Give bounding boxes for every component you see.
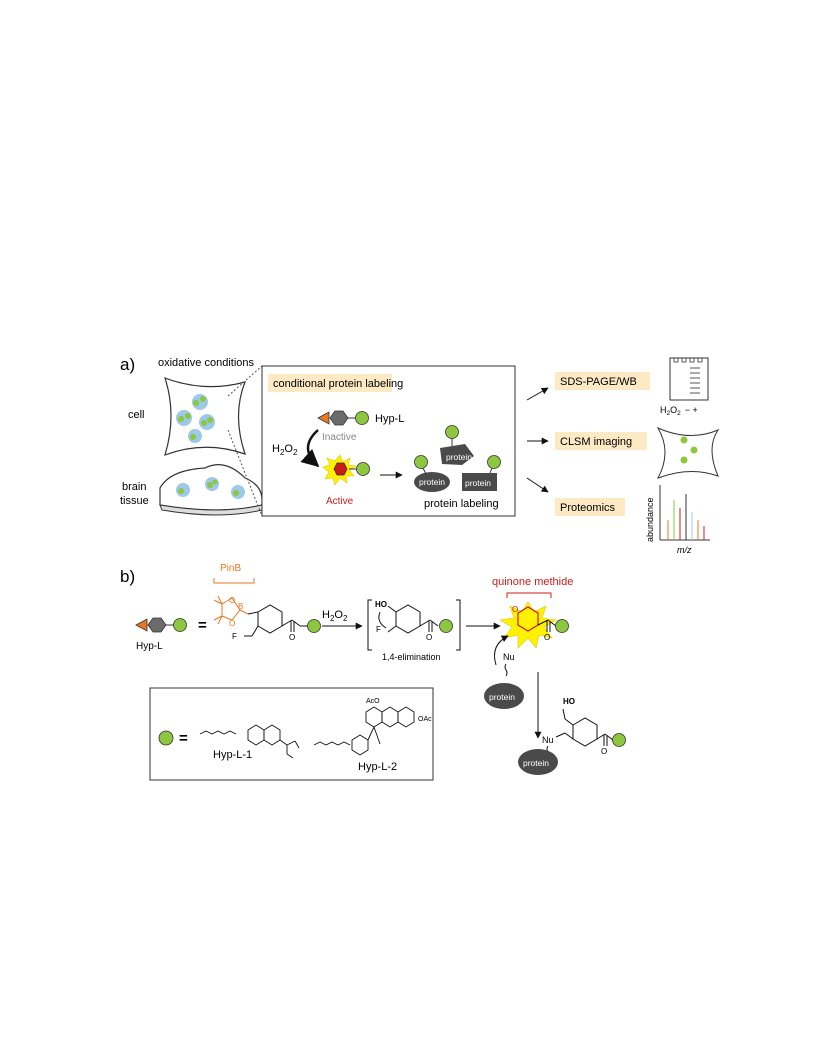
- protein-blob-1: [484, 683, 524, 709]
- nu-label-2: Nu: [542, 735, 554, 745]
- brain-label-line2: tissue: [120, 495, 149, 507]
- panel-b-label: b): [120, 567, 135, 586]
- hyp-l-label-b: Hyp-L: [136, 641, 163, 652]
- quinone-fluorophore: [555, 619, 569, 633]
- gel-icon: [669, 357, 709, 401]
- clsm-highlight: [555, 432, 647, 450]
- labeled-proteins: [414, 425, 501, 492]
- hyp-l-structure: [244, 604, 308, 637]
- nucleophilic-attack-arrow: [494, 635, 509, 666]
- hyp-l-label-a: Hyp-L: [375, 413, 404, 425]
- hyp-l-key: [135, 617, 187, 633]
- arrow-to-sds: [526, 387, 549, 401]
- elimination-label: 1,4-elimination: [382, 652, 441, 662]
- box-title-highlight: [268, 374, 392, 392]
- boronate-o2: O: [229, 619, 235, 628]
- imaging-cell-icon: [656, 426, 720, 479]
- pinacol-boronate: [213, 595, 249, 625]
- protein-label-3: protein: [465, 478, 491, 488]
- intermediate-bracket-left: [367, 599, 372, 651]
- aco-label: AcO: [366, 698, 380, 705]
- imaging-spot: [680, 456, 688, 464]
- product-ketone-o: O: [601, 747, 607, 756]
- probe-1-label: Hyp-L-1: [213, 749, 252, 761]
- abundance-label: abundance: [645, 497, 655, 542]
- product-fluorophore: [612, 733, 626, 747]
- gel-h2o2-label: H2O2− +: [660, 405, 698, 417]
- intermediate-fluorophore: [439, 619, 453, 633]
- zoom-line-top: [227, 365, 263, 397]
- protein-label-b1: protein: [489, 692, 515, 702]
- pinb-bracket: [213, 578, 255, 584]
- mass-spectrum-icon: [659, 485, 710, 541]
- fluorophore-definition-box: [149, 687, 434, 781]
- brain-label-line1: brain: [122, 481, 146, 493]
- arrow-to-proteomics: [526, 477, 549, 493]
- hyp-l-1-structure: [199, 724, 300, 759]
- fluorophore-ball: [307, 619, 321, 633]
- ketone-o-atom: O: [289, 633, 295, 642]
- probe-inactive: [317, 410, 369, 426]
- boron-atom: B: [238, 602, 243, 611]
- sds-highlight: [555, 372, 650, 390]
- protein-labeling-label: protein labeling: [424, 498, 499, 510]
- quinone-bracket: [506, 592, 552, 598]
- product-ho: HO: [563, 697, 575, 706]
- definition-equals: =: [179, 730, 188, 747]
- intermediate-ho: HO: [375, 600, 387, 609]
- pinb-label: PinB: [220, 563, 241, 574]
- active-label: Active: [326, 496, 354, 507]
- cell-vesicles: [176, 394, 215, 443]
- quinone-star: [499, 601, 557, 649]
- imaging-spot: [680, 436, 688, 444]
- mz-label: m/z: [677, 545, 692, 555]
- panel-a-label: a): [120, 355, 135, 374]
- proteomics-label: Proteomics: [560, 502, 616, 514]
- fluorine-atom: F: [232, 632, 237, 641]
- protein-blob-2: [518, 749, 558, 775]
- protein-label-1: protein: [446, 452, 472, 462]
- product-structure: [555, 708, 614, 747]
- zoom-line-bottom: [227, 429, 263, 517]
- activation-arrow: [300, 429, 320, 468]
- boronate-o1: O: [229, 596, 235, 605]
- nu-linker-1: [504, 663, 508, 677]
- imaging-spot: [690, 446, 698, 454]
- proteomics-highlight: [555, 498, 625, 516]
- quinone-ketone-o: O: [544, 633, 550, 642]
- h2o2-label-b: H2O2: [322, 609, 348, 623]
- h2o2-label-a: H2O2: [272, 443, 298, 457]
- quinone-methide-label: quinone methide: [492, 576, 573, 588]
- probe-active: [322, 454, 370, 486]
- oac-label: OAc: [418, 716, 432, 723]
- quinone-o-atom: O: [512, 605, 518, 614]
- protein-label-b2: protein: [523, 758, 549, 768]
- probe-2-label: Hyp-L-2: [358, 761, 397, 773]
- intermediate-ketone-o: O: [426, 633, 432, 642]
- tissue-vesicles: [176, 477, 245, 499]
- nu-label-1: Nu: [503, 652, 515, 662]
- protein-label-2: protein: [419, 477, 445, 487]
- intermediate-bracket-right: [456, 599, 461, 651]
- definition-ball: [158, 730, 174, 746]
- equals-sign: =: [198, 617, 207, 634]
- inactive-label: Inactive: [322, 432, 357, 443]
- hyp-l-2-structure: [313, 706, 415, 756]
- clsm-label: CLSM imaging: [560, 436, 632, 448]
- intermediate-f: F: [376, 625, 381, 634]
- intermediate-structure: [378, 604, 439, 634]
- cell-label: cell: [128, 409, 145, 421]
- box-title: conditional protein labeling: [273, 378, 403, 390]
- oxidative-conditions-label: oxidative conditions: [158, 357, 255, 369]
- sds-label: SDS-PAGE/WB: [560, 376, 637, 388]
